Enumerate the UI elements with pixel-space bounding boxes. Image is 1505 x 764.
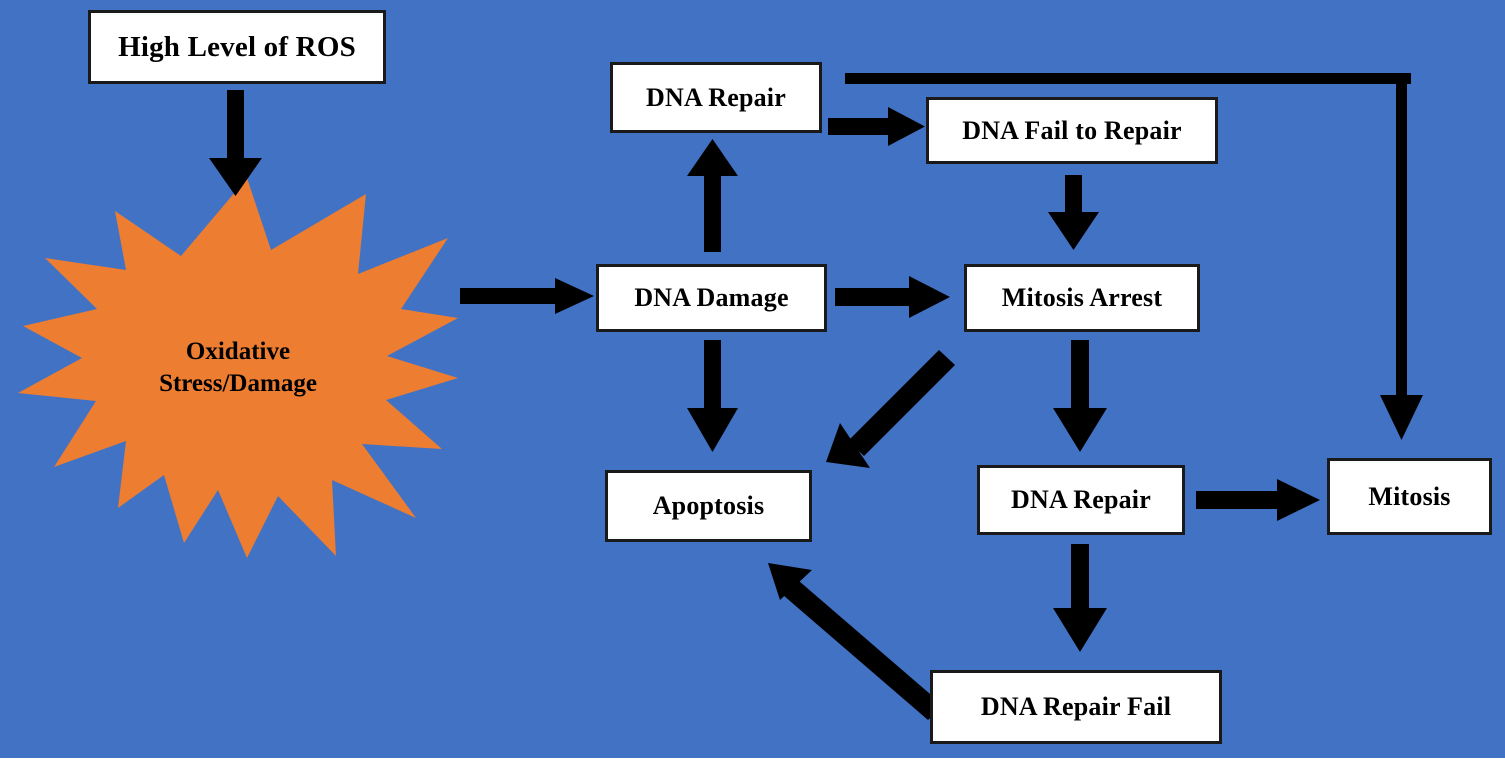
oxidative-stress-burst: Oxidative Stress/Damage (18, 178, 458, 558)
node-mitosis-arrest[interactable]: Mitosis Arrest (964, 264, 1200, 332)
node-apoptosis-label: Apoptosis (652, 491, 765, 521)
node-dna-repair-top[interactable]: DNA Repair (610, 62, 822, 133)
node-dna-repair-fail-label: DNA Repair Fail (980, 692, 1172, 722)
node-dna-fail-to-repair[interactable]: DNA Fail to Repair (926, 97, 1218, 164)
node-dna-fail-to-repair-label: DNA Fail to Repair (962, 115, 1182, 145)
node-high-level-of-ros[interactable]: High Level of ROS (88, 10, 386, 84)
node-dna-repair-bottom[interactable]: DNA Repair (977, 465, 1185, 535)
node-dna-damage-label: DNA Damage (634, 283, 789, 313)
burst-shape (18, 178, 458, 558)
node-mitosis-label: Mitosis (1368, 481, 1451, 511)
node-dna-repair-top-label: DNA Repair (646, 82, 786, 112)
node-mitosis-arrest-label: Mitosis Arrest (1001, 283, 1163, 313)
node-high-level-of-ros-label: High Level of ROS (118, 30, 356, 63)
node-dna-repair-fail[interactable]: DNA Repair Fail (930, 670, 1222, 744)
node-mitosis[interactable]: Mitosis (1327, 458, 1492, 535)
node-apoptosis[interactable]: Apoptosis (605, 470, 812, 542)
node-dna-damage[interactable]: DNA Damage (596, 264, 827, 332)
node-dna-repair-bottom-label: DNA Repair (1011, 485, 1151, 515)
